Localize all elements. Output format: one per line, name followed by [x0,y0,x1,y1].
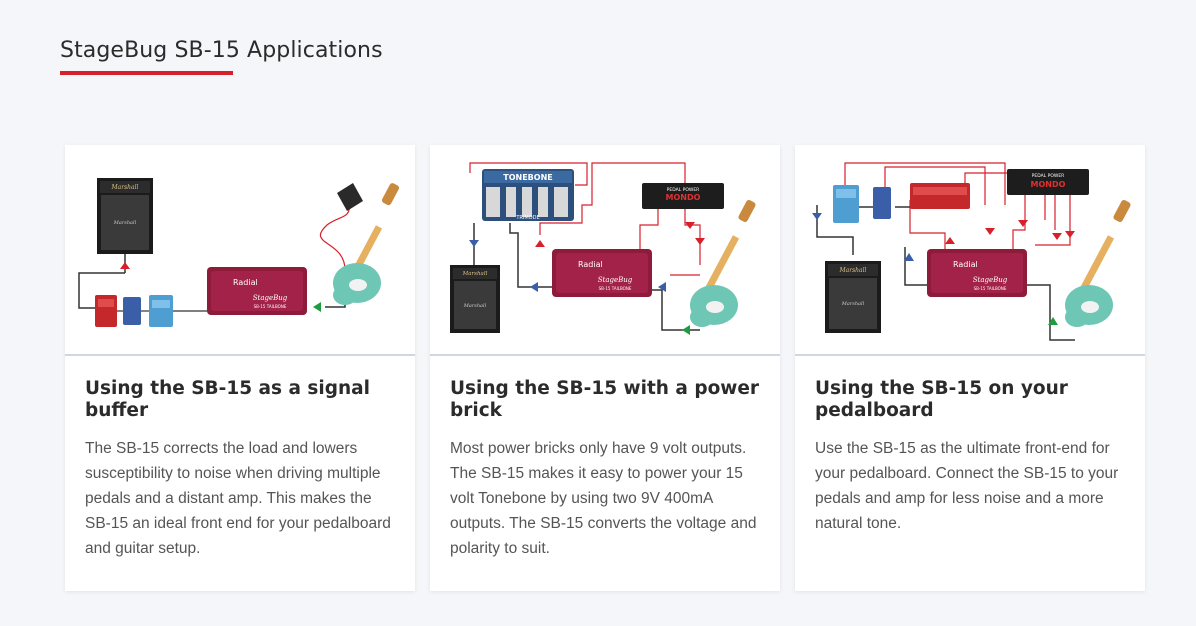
svg-text:MONDO: MONDO [1031,180,1066,189]
svg-text:PEDAL POWER: PEDAL POWER [667,187,700,193]
guitar-icon [333,183,399,305]
signal-buffer-diagram: Marshall Marshall [65,145,415,356]
power-brick-icon: PEDAL POWER MONDO [642,183,724,209]
svg-text:PEDAL POWER: PEDAL POWER [1032,173,1065,179]
amp-icon: Marshall Marshall [825,261,881,333]
card-title: Using the SB-15 with a power brick [450,378,760,421]
svg-text:SB-15 TAILBONE: SB-15 TAILBONE [254,304,287,309]
card-body: Using the SB-15 with a power brick Most … [430,356,780,561]
guitar-icon [690,199,756,327]
svg-text:Marshall: Marshall [463,303,487,309]
card-body: Using the SB-15 as a signal buffer The S… [65,356,415,561]
title-underline [60,71,233,75]
svg-text:Radial: Radial [578,260,603,269]
card-title: Using the SB-15 as a signal buffer [85,378,370,421]
svg-text:StageBug: StageBug [973,276,1008,284]
card-description: The SB-15 corrects the load and lowers s… [85,440,391,557]
card-body: Using the SB-15 on your pedalboard Use t… [795,356,1145,536]
card-title: Using the SB-15 on your pedalboard [815,378,1068,421]
page-title: StageBug SB-15 Applications [60,38,383,63]
application-card-power-brick: TONEBONE TRIMODE PEDAL POWER MONDO [430,145,780,591]
tonebone-pedal-icon: TONEBONE TRIMODE [482,169,574,221]
svg-text:TONEBONE: TONEBONE [503,173,552,182]
card-description: Use the SB-15 as the ultimate front-end … [815,440,1119,532]
stagebug-device-icon: Radial StageBug SB-15 TAILBONE [927,249,1027,297]
svg-text:TRIMODE: TRIMODE [515,215,539,221]
svg-text:SB-15 TAILBONE: SB-15 TAILBONE [974,286,1007,291]
pedal-icon [833,183,970,223]
application-card-signal-buffer: Marshall Marshall [65,145,415,591]
guitar-icon [1065,199,1131,327]
amp-icon: Marshall Marshall [97,178,153,254]
applications-grid: Marshall Marshall [65,145,1145,591]
power-brick-icon: PEDAL POWER MONDO [1007,169,1089,195]
svg-text:Marshall: Marshall [113,220,137,226]
svg-text:Radial: Radial [953,260,978,269]
svg-text:StageBug: StageBug [253,294,288,302]
pedal-icon [95,295,173,327]
power-brick-diagram: TONEBONE TRIMODE PEDAL POWER MONDO [430,145,780,356]
svg-text:SB-15 TAILBONE: SB-15 TAILBONE [599,286,632,291]
page-heading: StageBug SB-15 Applications [60,38,383,75]
svg-text:Marshall: Marshall [462,271,488,277]
power-adapter-icon [337,183,363,211]
svg-text:MONDO: MONDO [666,193,701,202]
svg-text:Marshall: Marshall [839,267,867,274]
svg-text:StageBug: StageBug [598,276,633,284]
application-card-pedalboard: PEDAL POWER MONDO Marshall Marshall Radi… [795,145,1145,591]
stagebug-device-icon: Radial StageBug SB-15 TAILBONE [552,249,652,297]
svg-text:Marshall: Marshall [111,184,139,191]
stagebug-device-icon: Radial StageBug SB-15 TAILBONE [207,267,307,315]
card-description: Most power bricks only have 9 volt outpu… [450,440,757,557]
amp-icon: Marshall Marshall [450,265,500,333]
svg-text:Radial: Radial [233,278,258,287]
pedalboard-diagram: PEDAL POWER MONDO Marshall Marshall Radi… [795,145,1145,356]
svg-text:Marshall: Marshall [841,301,865,307]
